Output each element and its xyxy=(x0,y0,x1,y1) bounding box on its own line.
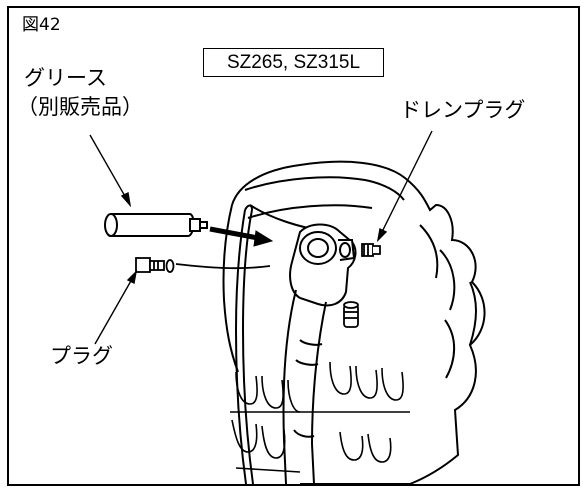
gear-case xyxy=(289,223,357,307)
leader-lines xyxy=(89,130,433,345)
drive-cable xyxy=(234,204,254,485)
insertion-arrow xyxy=(209,226,274,247)
drain-plug-label: ドレンプラグ xyxy=(400,98,526,122)
grease-tube xyxy=(104,213,208,237)
model-label: SZ265, SZ315L xyxy=(203,48,384,77)
side-boss xyxy=(343,301,359,328)
grease-label: グリース xyxy=(24,66,107,90)
cooling-fins xyxy=(230,361,410,473)
engine-housing xyxy=(222,160,486,485)
plug-part xyxy=(135,257,271,273)
plug-label: プラグ xyxy=(50,344,113,368)
shaft-tube xyxy=(282,289,327,485)
figure-frame xyxy=(7,6,580,486)
grease-note: （別販売品） xyxy=(17,95,143,119)
drain-plug-part xyxy=(361,243,381,257)
figure-number: 図42 xyxy=(22,15,61,35)
